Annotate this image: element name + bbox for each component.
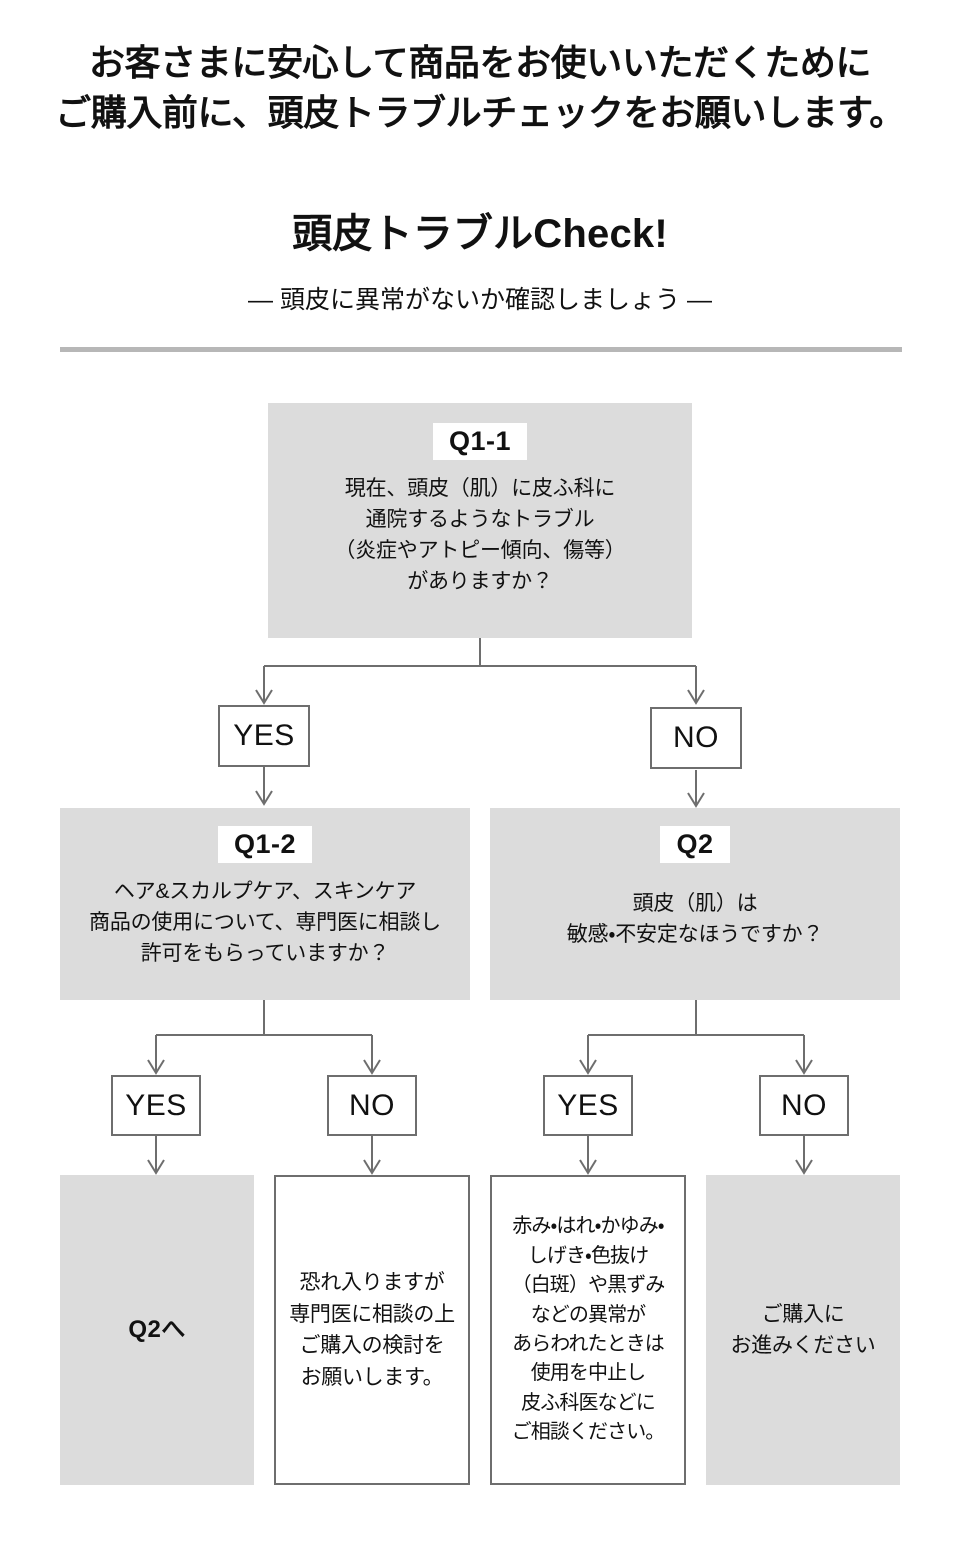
q1-1-text-line-3: （炎症やアトピー傾向、傷等）: [334, 538, 626, 562]
q1-1-text-line-4: がありますか？: [407, 569, 553, 593]
q1-2-text-line-2: 商品の使用について、専門医に相談し: [89, 911, 441, 935]
q2-text-line-1: 頭皮（肌）は: [632, 892, 758, 916]
result-box-q1-2-no[interactable]: 恐れ入りますが 専門医に相談の上 ご購入の検討を お願いします。: [274, 1175, 470, 1485]
branch-q1-1-yes[interactable]: YES: [218, 705, 310, 767]
result-q2-no-line-1: ご購入に: [761, 1302, 845, 1326]
result-q2-yes-line-3: （白斑）や黒ずみ: [511, 1274, 666, 1297]
branch-q1-2-no[interactable]: NO: [327, 1075, 417, 1136]
headline-line-2: ご購入前に、頭皮トラブルチェックをお願いします。: [55, 91, 905, 133]
header-divider: [60, 347, 902, 352]
result-box-q2-no[interactable]: ご購入に お進みください: [706, 1175, 900, 1485]
question-box-q2[interactable]: Q2 頭皮（肌）は 敏感・不安定なほうですか？: [490, 808, 900, 1000]
page-headline: お客さまに安心して商品をお使いいただくために ご購入前に、頭皮トラブルチェックを…: [0, 38, 960, 137]
result-q2-yes-line-5: あらわれたときは: [512, 1333, 665, 1355]
branch-q1-2-yes[interactable]: YES: [111, 1075, 201, 1136]
question-tag-q1-2: Q1-2: [217, 826, 313, 864]
result-q1-2-no-line-2: 専門医に相談の上: [289, 1302, 455, 1326]
q2-text-line-2: 敏感・不安定なほうですか？: [566, 923, 824, 947]
q1-1-text-line-2: 通院するようなトラブル: [365, 508, 595, 532]
branch-q1-1-no[interactable]: NO: [650, 707, 742, 769]
result-q2-no-line-2: お進みください: [730, 1334, 876, 1357]
question-tag-q2: Q2: [660, 826, 730, 864]
result-box-q1-2-yes[interactable]: Q2へ: [60, 1175, 254, 1485]
branch-q2-no[interactable]: NO: [759, 1075, 849, 1136]
result-q2-yes-line-6: 使用を中止し: [530, 1362, 647, 1385]
result-q2-yes-line-1: 赤み・はれ・かゆみ・: [512, 1215, 664, 1238]
result-q2-yes-line-7: 皮ふ科医などに: [521, 1391, 656, 1414]
q1-2-text-line-3: 許可をもらっていますか？: [140, 941, 390, 965]
page-title: 頭皮トラブルCheck!: [292, 212, 668, 256]
result-q2-yes-line-4: などの異常が: [530, 1303, 647, 1326]
result-q1-2-yes-line-1: Q2へ: [128, 1316, 186, 1343]
page-subtitle: ― 頭皮に異常がないか確認しましょう ―: [248, 286, 712, 314]
q1-1-text-line-1: 現在、頭皮（肌）に皮ふ科に: [344, 477, 616, 501]
result-q1-2-no-line-3: ご購入の検討を: [299, 1334, 445, 1357]
result-q1-2-no-line-1: 恐れ入りますが: [299, 1271, 445, 1294]
q1-2-text-line-1: ヘア&スカルプケア、スキンケア: [113, 880, 417, 904]
result-box-q2-yes[interactable]: 赤み・はれ・かゆみ・ しげき・色抜け （白斑）や黒ずみ などの異常が あらわれた…: [490, 1175, 686, 1485]
branch-q2-yes[interactable]: YES: [543, 1075, 633, 1136]
result-q2-yes-line-2: しげき・色抜け: [527, 1244, 649, 1267]
result-q2-yes-line-8: ご相談ください。: [511, 1421, 666, 1444]
question-box-q1-1[interactable]: Q1-1 現在、頭皮（肌）に皮ふ科に 通院するようなトラブル （炎症やアトピー傾…: [268, 403, 692, 638]
result-q1-2-no-line-4: お願いします。: [300, 1365, 444, 1389]
question-box-q1-2[interactable]: Q1-2 ヘア&スカルプケア、スキンケア 商品の使用について、専門医に相談し 許…: [60, 808, 470, 1000]
question-tag-q1-1: Q1-1: [432, 423, 528, 461]
headline-line-1: お客さまに安心して商品をお使いいただくために: [88, 42, 872, 83]
